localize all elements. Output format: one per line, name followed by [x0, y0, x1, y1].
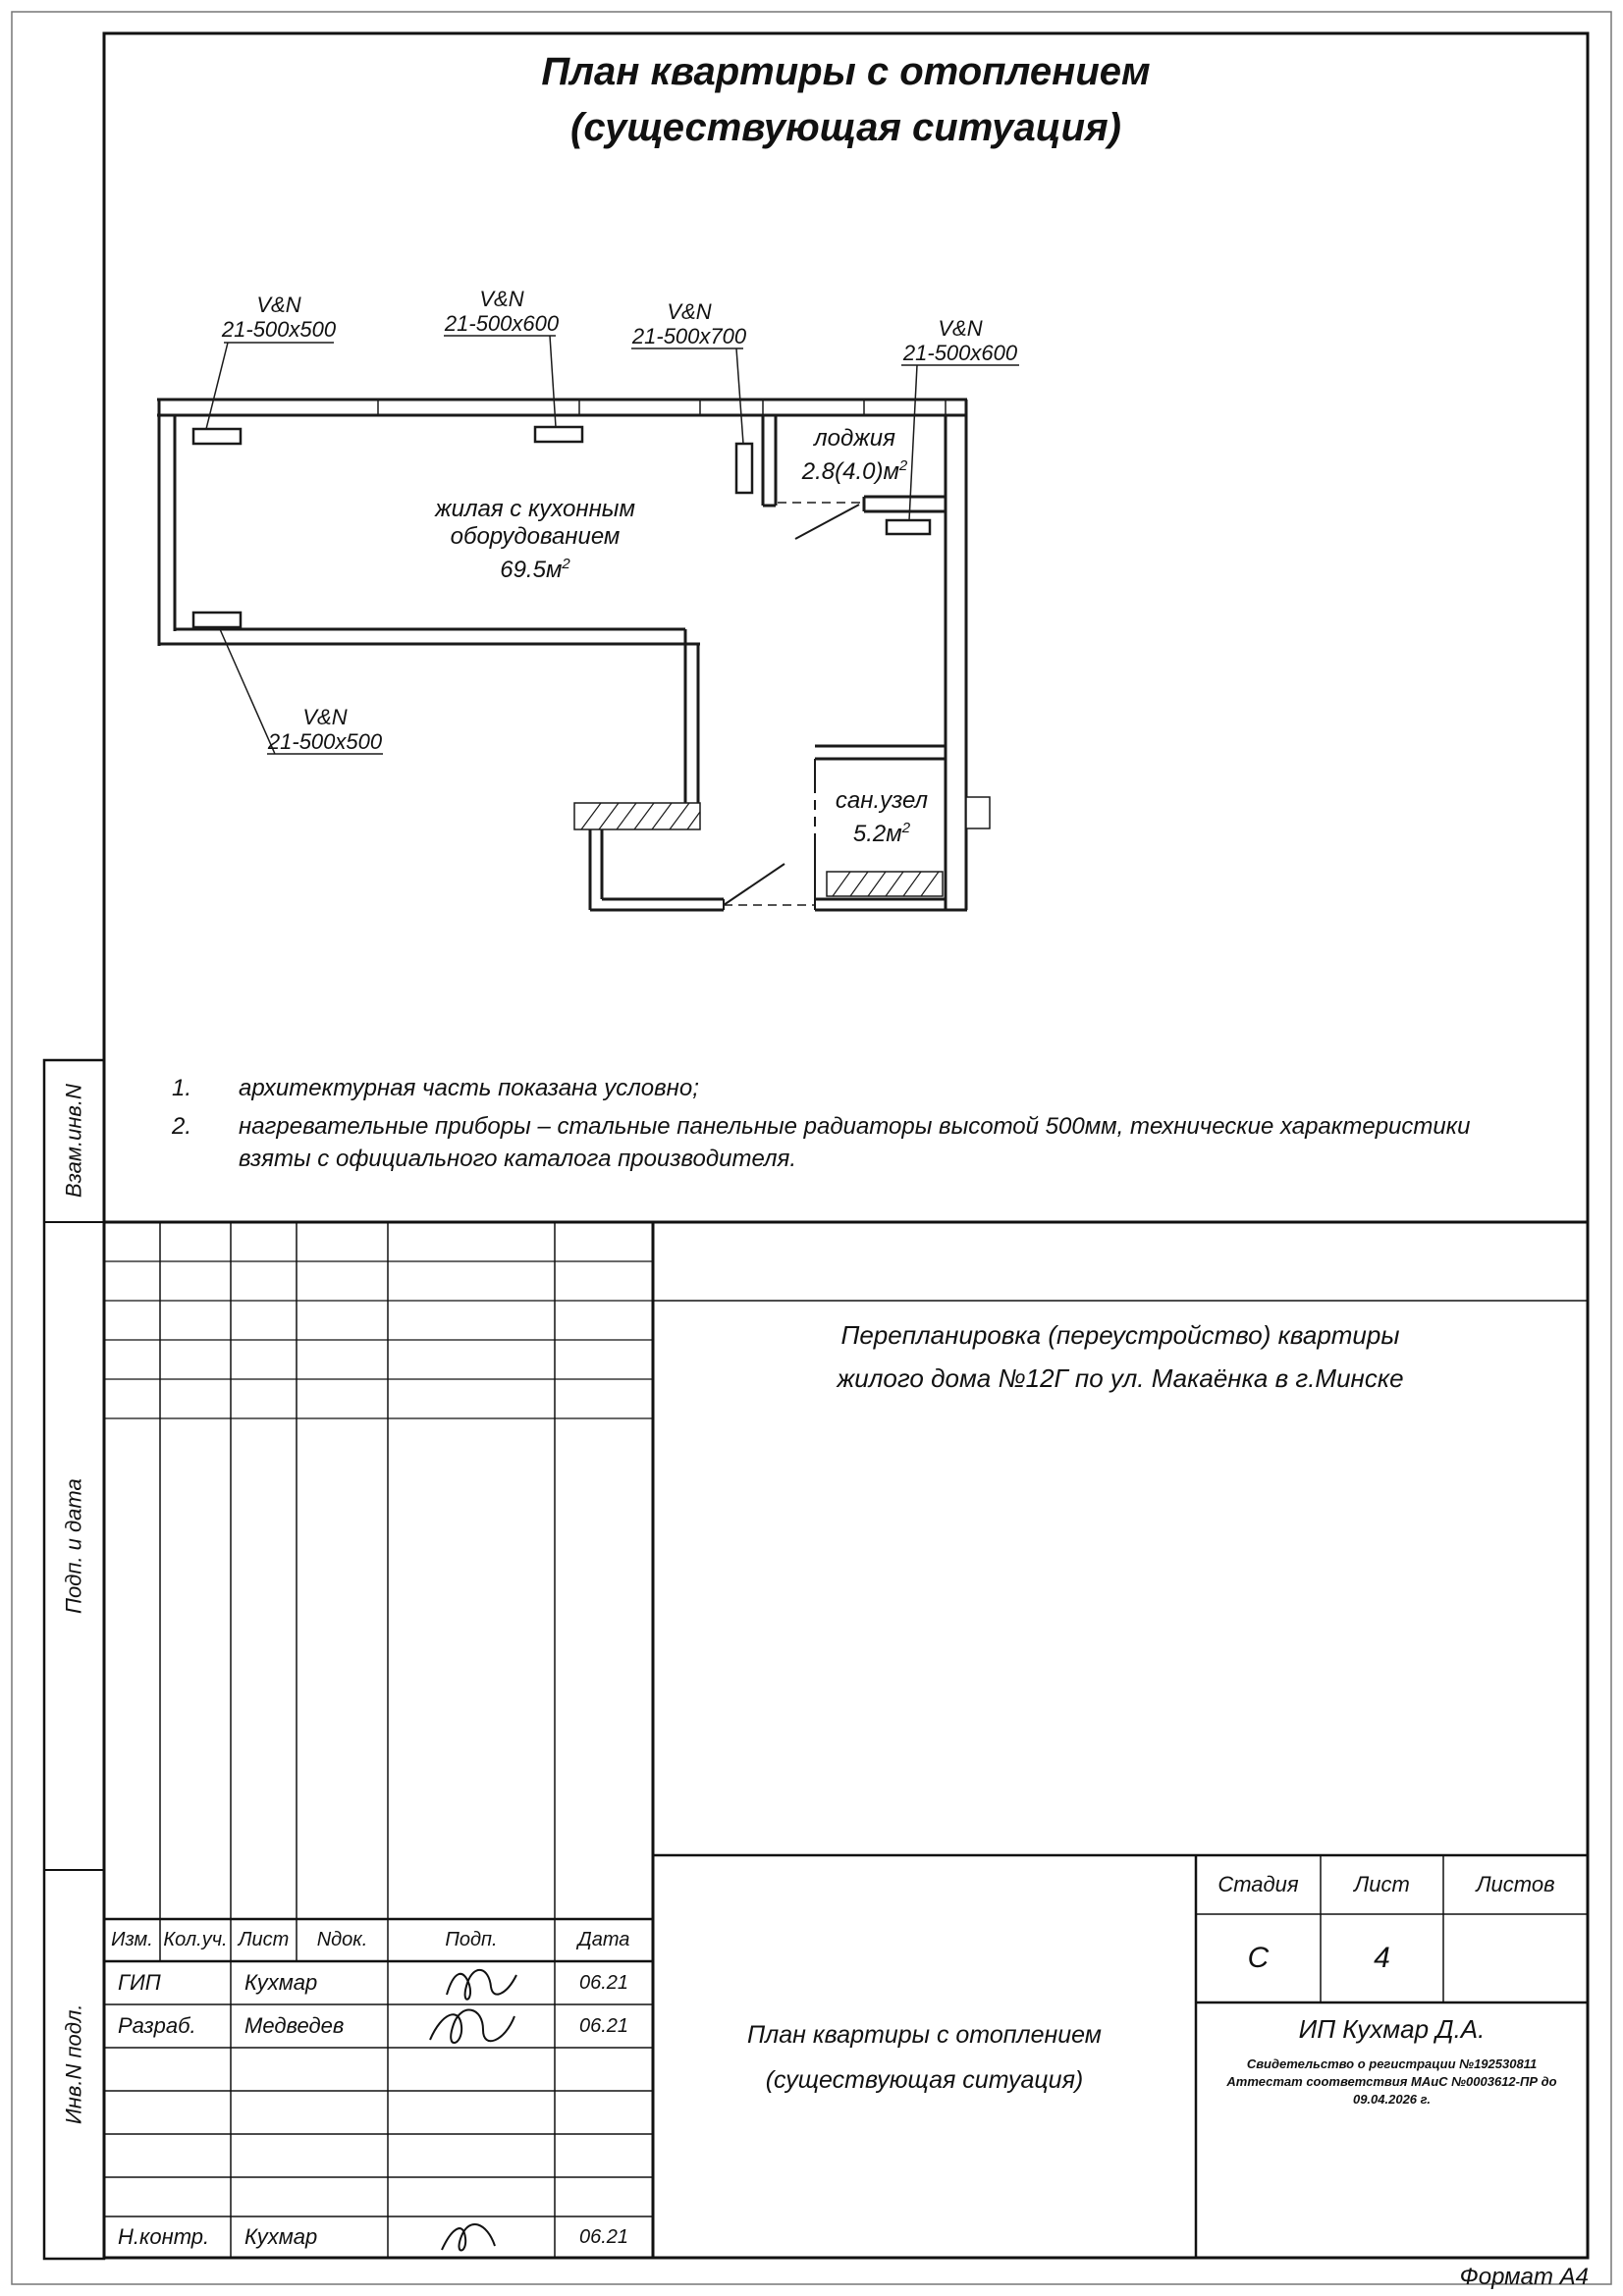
radiator-label: V&N 21-500x600 — [444, 287, 560, 336]
sheet-title-line1: План квартиры с отоплением — [541, 50, 1151, 93]
staff-date: 06.21 — [578, 2014, 629, 2037]
room-label-bathroom: сан.узел 5.2м2 — [808, 787, 955, 848]
radiator-tag: V&N — [667, 299, 712, 324]
room-name-line1: лоджия — [814, 425, 895, 452]
staff-name: Медведев — [244, 2013, 345, 2038]
radiator-size: 21-500x600 — [444, 311, 560, 336]
radiator-label: V&N 21-500x500 — [267, 705, 383, 754]
radiator-label: V&N 21-500x500 — [221, 293, 337, 342]
staff-role: ГИП — [118, 1970, 161, 1995]
staff-name: Кухмар — [244, 1970, 318, 1995]
sheets-header: Листов — [1476, 1872, 1555, 1896]
stamp-drawing-title-line2: (существующая ситуация) — [765, 2066, 1084, 2094]
room-area-sup: 2 — [562, 556, 570, 572]
note-number: 2. — [172, 1113, 192, 1140]
format-label: Формат А4 — [1459, 2264, 1589, 2290]
notes: 1. архитектурная часть показана условно;… — [172, 1072, 1517, 1181]
signatures — [429, 1969, 517, 2252]
room-name-line1: жилая с кухонным — [435, 496, 635, 522]
project-name: Перепланировка (переустройство) квартиры… — [653, 1313, 1588, 1400]
signature — [441, 2223, 496, 2252]
note-text: архитектурная часть показана условно; — [239, 1075, 699, 1101]
radiator-symbol — [533, 425, 584, 444]
leader-lines — [205, 335, 1019, 755]
company-name: ИП Кухмар Д.А. — [1298, 2014, 1486, 2044]
radiator-label: V&N 21-500x700 — [631, 299, 747, 348]
radiator-symbol — [885, 518, 932, 536]
room-label-living: жилая с кухонным оборудованием 69.5м2 — [412, 496, 658, 584]
radiator-size: 21-500x500 — [267, 729, 383, 754]
staff-name: Кухмар — [244, 2224, 318, 2249]
room-area: 5.2м2 — [808, 815, 955, 848]
rev-header-data: Дата — [577, 1929, 630, 1950]
page-border — [11, 11, 1612, 2285]
room-area-sup: 2 — [901, 820, 911, 836]
radiator-size: 21-500x600 — [902, 341, 1018, 365]
room-area-value: 2.8(4.0)м — [801, 458, 899, 485]
company-cert: Свидетельство о регистрации №192530811 А… — [1196, 2056, 1588, 2109]
signature — [429, 2008, 515, 2044]
side-strip-label-vzam: Взам.инв.N — [61, 1084, 86, 1199]
side-strip-grid — [42, 1058, 106, 2261]
note-item: 1. архитектурная часть показана условно; — [172, 1072, 1517, 1104]
note-number: 1. — [172, 1075, 192, 1101]
radiator-tag: V&N — [479, 287, 524, 311]
room-area: 2.8(4.0)м2 — [774, 453, 936, 486]
radiator-symbol — [734, 442, 754, 495]
room-area: 69.5м2 — [412, 551, 658, 584]
radiator-size: 21-500x700 — [631, 324, 747, 348]
door-opening-dashed — [724, 502, 862, 906]
titleblock-grid — [104, 1220, 1588, 2258]
company-cert-line2: Аттестат соответствия МАиС №0003612-ПР д… — [1226, 2074, 1557, 2107]
sheet-header: Лист — [1354, 1872, 1410, 1896]
room-label-loggia: лоджия 2.8(4.0)м2 — [774, 425, 936, 486]
rev-header-podp: Подп. — [445, 1929, 498, 1950]
stage-value: С — [1247, 1942, 1270, 1974]
side-strip-label-podp: Подп. и дата — [61, 1478, 86, 1614]
staff-date: 06.21 — [578, 2225, 629, 2248]
radiator-label: V&N 21-500x600 — [901, 316, 1019, 365]
signature — [446, 1969, 517, 2001]
room-area-sup: 2 — [898, 457, 908, 474]
radiator-symbol — [191, 427, 243, 446]
staff-role: Разраб. — [118, 2013, 196, 2038]
room-area-value: 69.5м — [500, 557, 563, 583]
sheet-title-line2: (существующая ситуация) — [570, 106, 1121, 149]
room-name-line2: оборудованием — [450, 523, 621, 550]
project-name-line1: Перепланировка (переустройство) квартиры — [840, 1320, 1400, 1350]
staff-date: 06.21 — [578, 1971, 629, 1994]
rev-header-koluch: Кол.уч. — [163, 1929, 228, 1950]
note-item: 2. нагревательные приборы – стальные пан… — [172, 1110, 1517, 1175]
project-name-line2: жилого дома №12Г по ул. Макаёнка в г.Мин… — [837, 1363, 1404, 1393]
side-strip-label-inv: Инв.N подл. — [61, 2003, 86, 2125]
door-symbols — [723, 502, 862, 906]
company-cert-line1: Свидетельство о регистрации №192530811 — [1246, 2056, 1538, 2071]
radiator-symbol — [191, 611, 243, 629]
radiator-tag: V&N — [302, 705, 348, 729]
stamp-drawing-title-line1: План квартиры с отоплением — [747, 2021, 1102, 2049]
rev-header-list: Лист — [238, 1929, 290, 1950]
room-name-line1: сан.узел — [835, 787, 929, 814]
room-area-value: 5.2м — [852, 821, 902, 847]
hatch-blocks — [573, 802, 944, 897]
stamp-drawing-title: План квартиры с отоплением (существующая… — [653, 2012, 1196, 2103]
radiator-tag: V&N — [256, 293, 301, 317]
rev-header-izm: Изм. — [111, 1929, 153, 1950]
stage-header: Стадия — [1217, 1872, 1299, 1896]
note-text: нагревательные приборы – стальные панель… — [239, 1113, 1471, 1172]
staff-role: Н.контр. — [118, 2224, 210, 2249]
rev-header-ndok: Nдок. — [316, 1929, 368, 1950]
radiator-tag: V&N — [938, 316, 983, 341]
sheet-title: План квартиры с отоплением (существующая… — [104, 44, 1588, 156]
radiator-symbols — [191, 425, 932, 629]
vent-hatch-block — [826, 871, 944, 897]
door-leaf — [723, 504, 860, 906]
radiator-size: 21-500x500 — [221, 317, 337, 342]
sheet-value: 4 — [1374, 1942, 1390, 1974]
